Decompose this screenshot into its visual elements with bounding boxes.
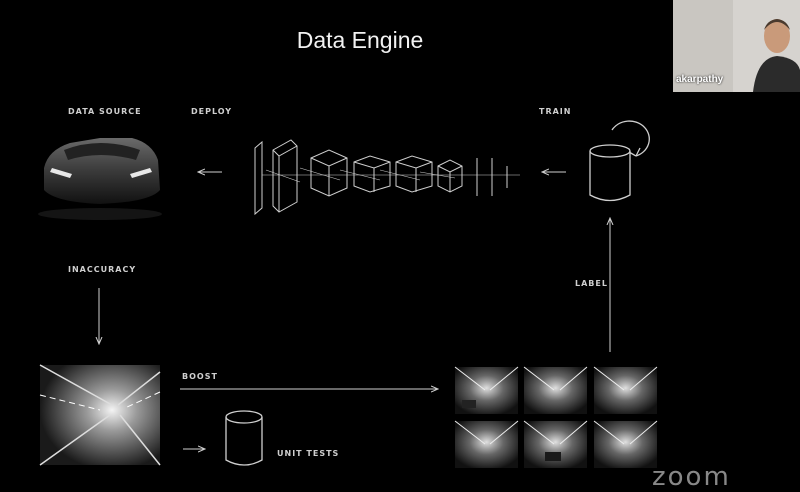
label-unit-tests: UNIT TESTS	[277, 449, 340, 458]
label-boost: BOOST	[182, 372, 218, 381]
label-deploy: DEPLOY	[191, 107, 233, 116]
database-cylinder-icon	[589, 144, 631, 202]
label-data-source: DATA SOURCE	[68, 107, 142, 116]
unit-test-database-icon	[225, 410, 263, 466]
tunnel-image	[39, 364, 161, 466]
participant-name: akarpathy	[676, 74, 724, 85]
tunnel-grid-images	[454, 366, 658, 468]
participant-avatar	[673, 0, 800, 92]
participant-video-tile[interactable]	[673, 0, 800, 92]
label-inaccuracy: INACCURACY	[68, 265, 137, 274]
zoom-watermark: zoom	[652, 462, 731, 492]
label-train: TRAIN	[539, 107, 572, 116]
slide-canvas: Data Engine DATA SOURCE DEPLOY TRAIN INA…	[38, 0, 800, 492]
cycle-arrow-icon	[611, 120, 650, 157]
car-image	[38, 138, 162, 220]
label-label: LABEL	[575, 279, 608, 288]
slide-title: Data Engine	[296, 27, 424, 53]
diagram-graphics	[38, 120, 658, 468]
neural-network-diagram	[254, 139, 520, 216]
